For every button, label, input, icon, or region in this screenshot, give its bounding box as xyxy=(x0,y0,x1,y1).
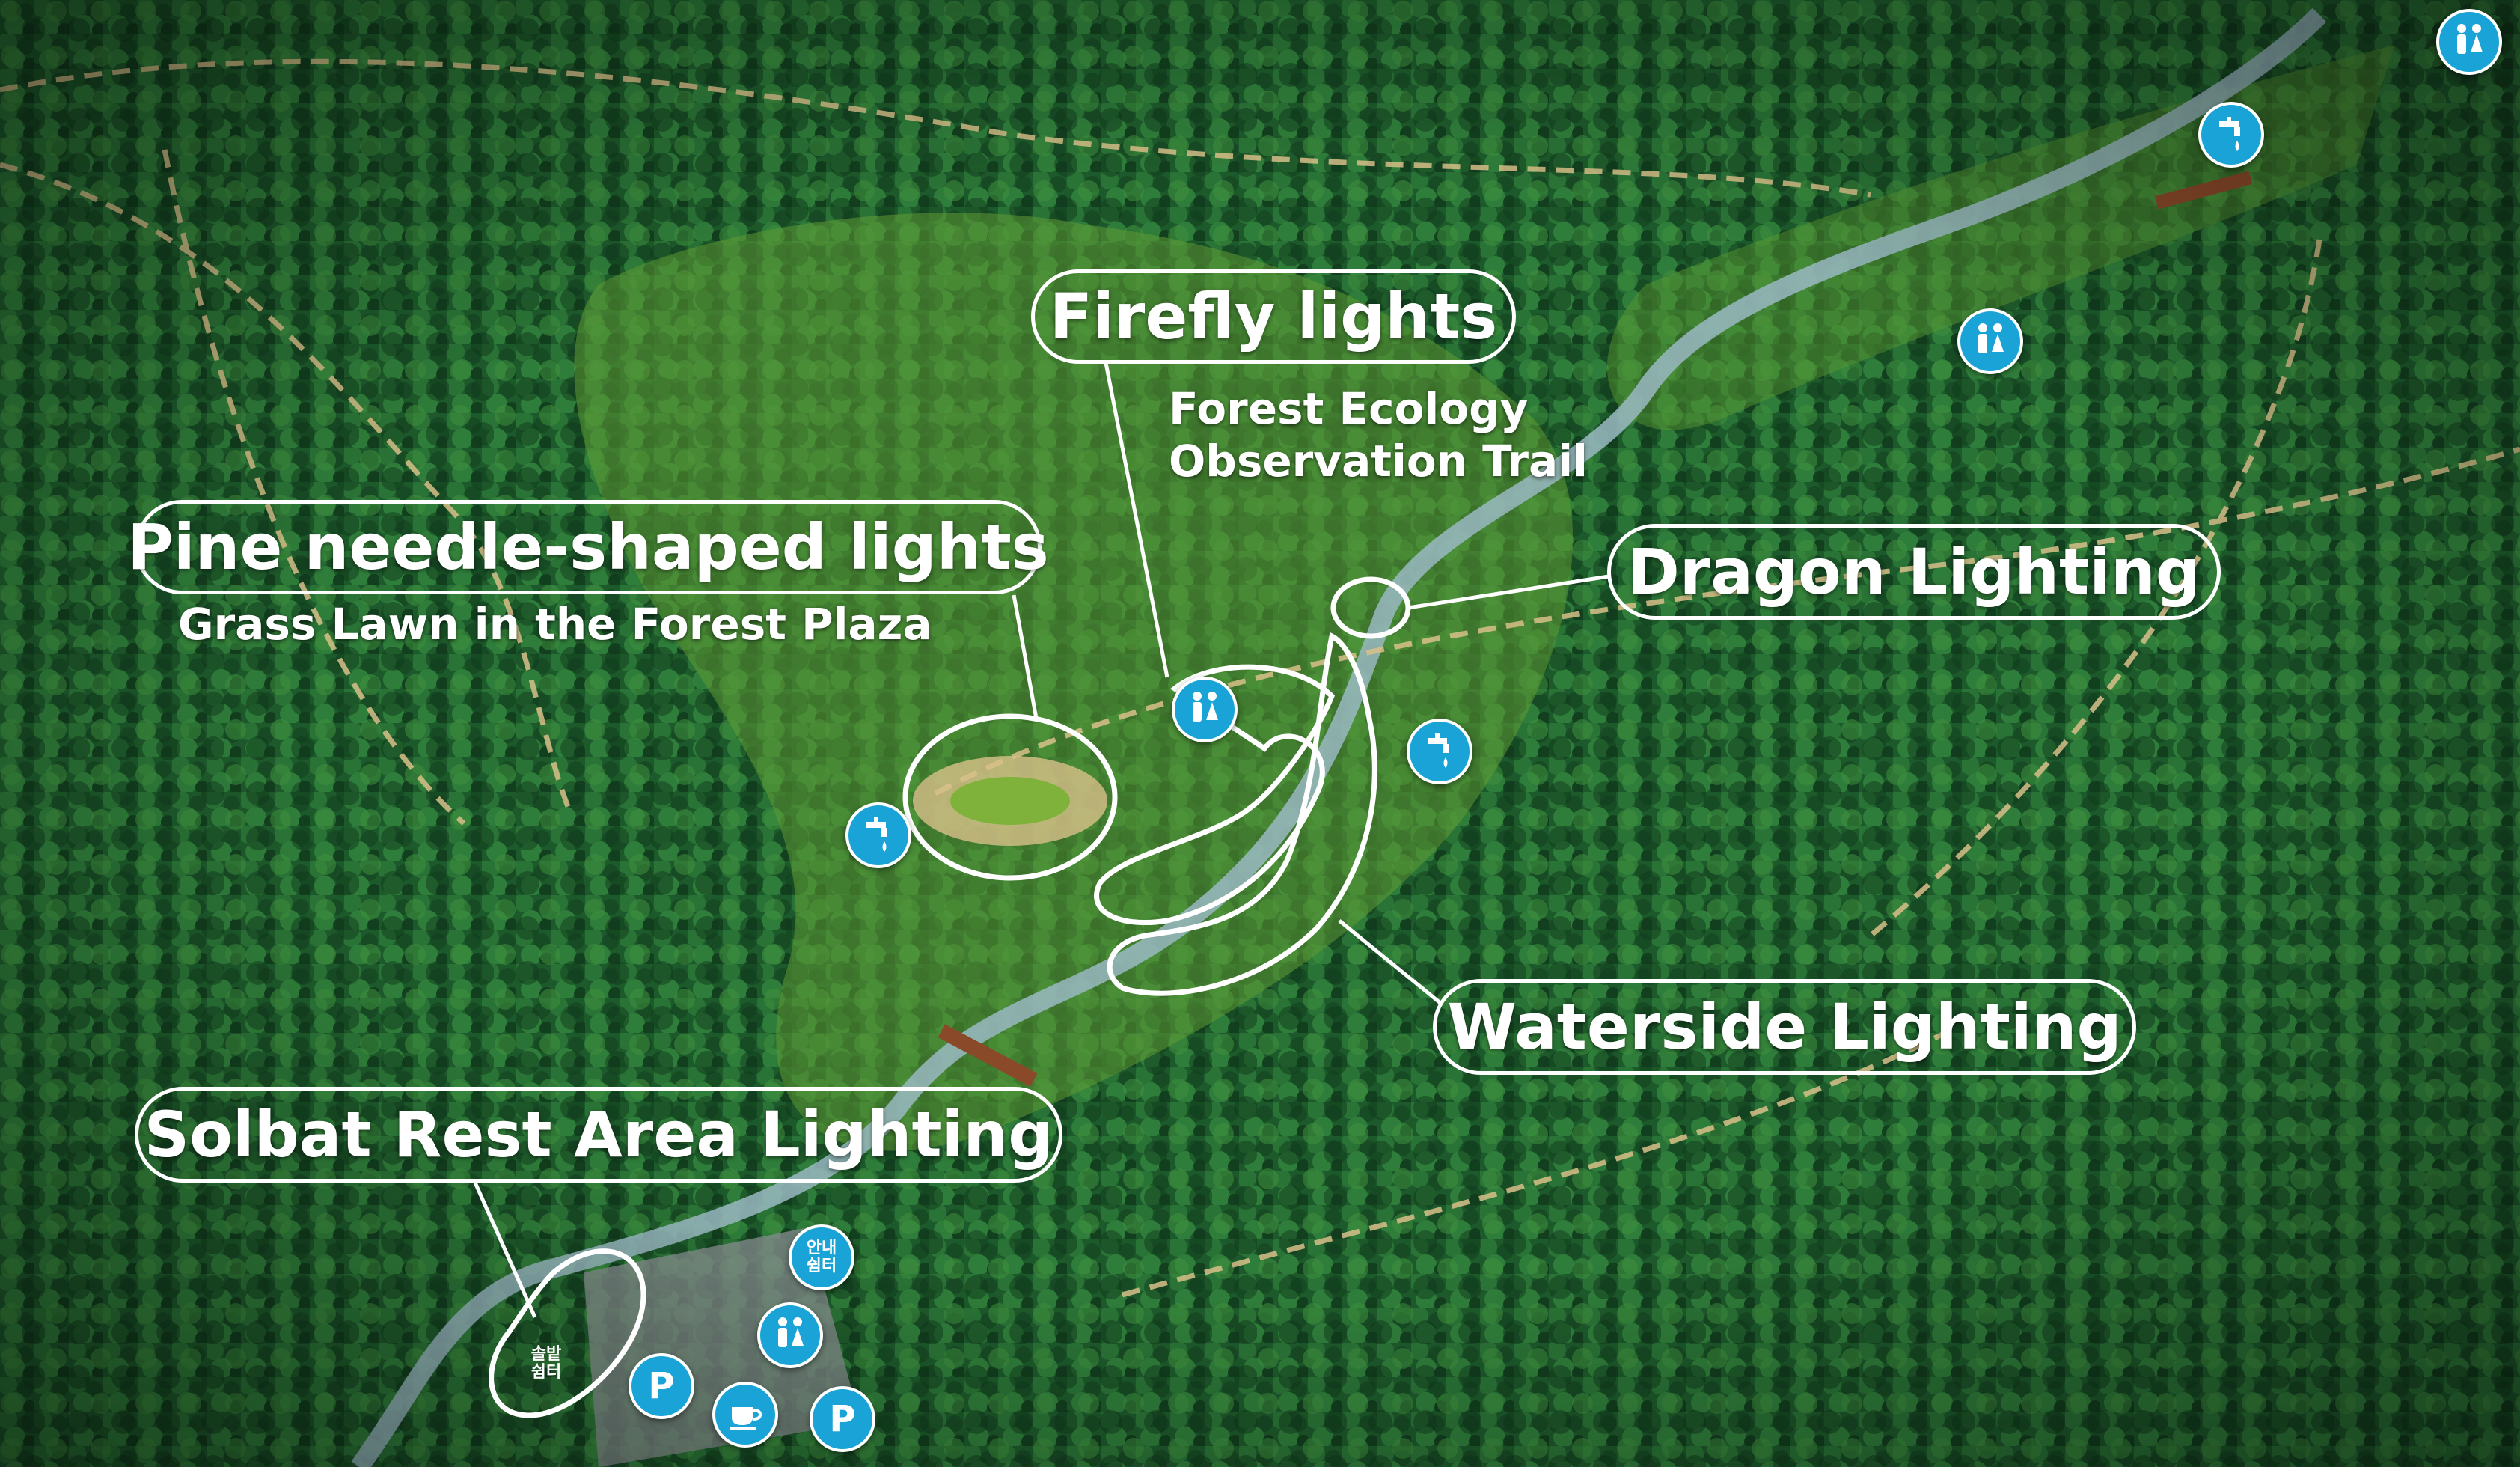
tap-glyph xyxy=(2219,117,2240,151)
info-center-badge[interactable]: 안내 쉼터 xyxy=(789,1224,854,1290)
cup-glyph xyxy=(730,1407,762,1430)
parking-icon[interactable]: P xyxy=(810,1386,875,1452)
restroom-glyph xyxy=(1193,692,1218,722)
waterside-light-zone xyxy=(1107,632,1377,996)
restroom-icon[interactable] xyxy=(2436,9,2502,75)
firefly-light-zone xyxy=(1094,664,1336,926)
label-forest-ecology-trail: Forest Ecology Observation Trail xyxy=(1169,383,1588,487)
restroom-icon[interactable] xyxy=(1172,677,1238,742)
water-tap-icon[interactable] xyxy=(2198,102,2264,168)
callout-solbat-rest-area-lighting: Solbat Rest Area Lighting xyxy=(135,1087,1062,1183)
lighting-zone-outlines xyxy=(489,576,1411,1418)
label-trail-line1: Forest Ecology xyxy=(1169,383,1529,434)
callout-firefly-lights: Firefly lights xyxy=(1031,269,1516,364)
label-trail-line2: Observation Trail xyxy=(1169,435,1588,487)
tap-glyph xyxy=(866,817,887,852)
restroom-icon[interactable] xyxy=(1957,308,2023,374)
label-grass-lawn-plaza: Grass Lawn in the Forest Plaza xyxy=(178,599,932,650)
restroom-glyph xyxy=(1978,323,2004,353)
cafe-icon[interactable] xyxy=(712,1382,778,1448)
callout-leaders xyxy=(473,362,1609,1319)
restroom-glyph xyxy=(2457,24,2483,54)
solbat-rest-badge[interactable]: 솔밭 쉼터 xyxy=(530,1344,562,1382)
callout-waterside-lighting: Waterside Lighting xyxy=(1433,979,2136,1075)
tap-glyph xyxy=(1428,734,1449,768)
restroom-glyph xyxy=(778,1317,804,1347)
callout-dragon-lighting: Dragon Lighting xyxy=(1607,524,2221,620)
pine-light-zone xyxy=(902,713,1118,881)
water-tap-icon[interactable] xyxy=(845,802,911,868)
solbat-light-zone xyxy=(489,1248,646,1418)
parking-icon[interactable]: P xyxy=(629,1353,694,1419)
restroom-icon[interactable] xyxy=(757,1302,823,1368)
water-tap-icon[interactable] xyxy=(1407,719,1472,784)
callout-pine-needle-lights: Pine needle-shaped lights xyxy=(127,500,1049,594)
